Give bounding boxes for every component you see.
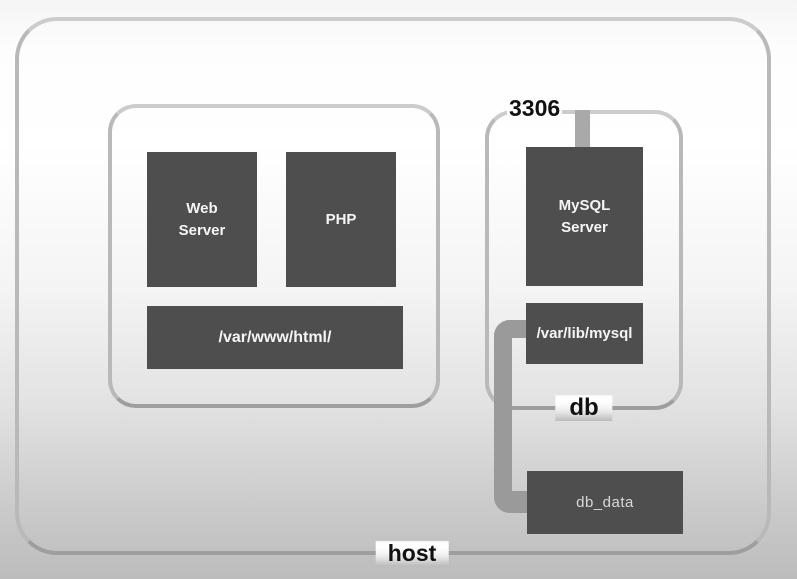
mysql-mount-path-box: /var/lib/mysql (526, 303, 643, 364)
web-server-box: Web Server (147, 152, 257, 287)
web-server-box-label: Web Server (178, 199, 226, 239)
mysql-server-box-label: MySQL Server (558, 196, 611, 236)
host-label: host (375, 540, 449, 567)
web-container-boundary (108, 104, 440, 408)
port-mapping-connector (575, 110, 590, 151)
volume-mount-connector (494, 320, 527, 513)
php-box-label: PHP (325, 210, 357, 228)
www-mount-path-box: /var/www/html/ (147, 306, 403, 369)
db-data-volume-box: db_data (527, 471, 683, 534)
db-container-label: db (555, 394, 613, 422)
www-mount-path-label: /var/www/html/ (218, 328, 332, 346)
db-data-volume-label: db_data (576, 493, 634, 511)
php-box: PHP (286, 152, 396, 287)
mysql-server-box: MySQL Server (526, 147, 643, 286)
port-label: 3306 (507, 95, 563, 122)
mysql-mount-path-label: /var/lib/mysql (536, 324, 633, 342)
